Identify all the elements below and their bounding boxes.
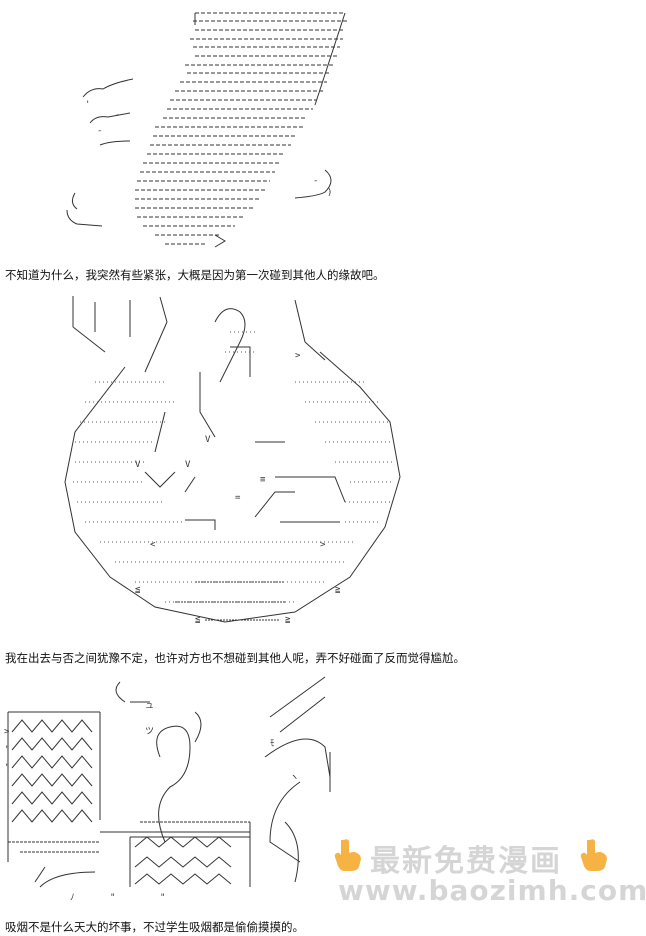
ascii-art-round-face-peeking: V V V > ≡ < > ≦ ≧ ≦ ≧ = [64,296,401,625]
pointing-hand-icon [580,839,607,871]
watermark-url: www.baozimh.com [338,874,646,907]
svg-text:): ) [327,188,332,198]
ascii-art-figure-leaning: ' - - - ) [66,12,347,248]
caption-text: 吸烟不是什么天大的坏事，不过学生吸烟都是偷偷摸摸的。 [5,920,304,934]
ascii-art-window-and-smoke: > ' ' ツ ュ ﾓ ヽ ﾉ " " [4,676,331,903]
svg-text:ヽ: ヽ [290,773,299,783]
watermark: 最新免费漫画 www.baozimh.com [318,830,646,912]
caption-text: 我在出去与否之间犹豫不定，也许对方也不想碰到其他人呢，弄不好碰面了反而觉得尴尬。 [5,651,465,665]
ascii-art-panel-3: > ' ' ツ ュ ﾓ ヽ ﾉ " " [0,672,350,917]
caption-text: 不知道为什么，我突然有些紧张，大概是因为第一次碰到其他人的缘故吧。 [5,268,385,282]
svg-text:": " [160,893,165,903]
ascii-art-panel-2: V V V > ≡ < > ≦ ≧ ≦ ≧ = [55,292,420,637]
svg-text:": " [110,893,115,903]
svg-text:ﾉ: ﾉ [70,893,75,903]
svg-text:≡: ≡ [260,475,266,485]
watermark-title: 最新免费漫画 [370,844,562,879]
svg-text:': ' [85,100,90,110]
svg-text:≦: ≦ [195,615,201,625]
svg-text:ツ: ツ [145,727,154,737]
svg-text:ュ: ュ [145,701,154,711]
svg-text:=: = [235,493,241,503]
svg-text:V: V [185,460,191,470]
ascii-art-panel-1: ' - - - ) [55,5,385,260]
svg-text:': ' [4,763,9,773]
svg-text:<: < [150,540,156,550]
svg-text:>: > [295,351,301,361]
svg-text:': ' [4,745,9,755]
svg-text:-: - [313,176,318,186]
svg-text:-: - [115,110,120,120]
svg-text:ﾓ: ﾓ [270,739,275,749]
svg-text:>: > [320,540,326,550]
svg-text:V: V [135,460,141,470]
svg-text:≦: ≦ [135,585,141,595]
svg-text:≧: ≧ [335,585,341,595]
svg-text:>: > [4,727,10,737]
svg-text:≧: ≧ [285,615,291,625]
svg-text:V: V [205,435,211,445]
svg-text:-: - [97,126,102,136]
